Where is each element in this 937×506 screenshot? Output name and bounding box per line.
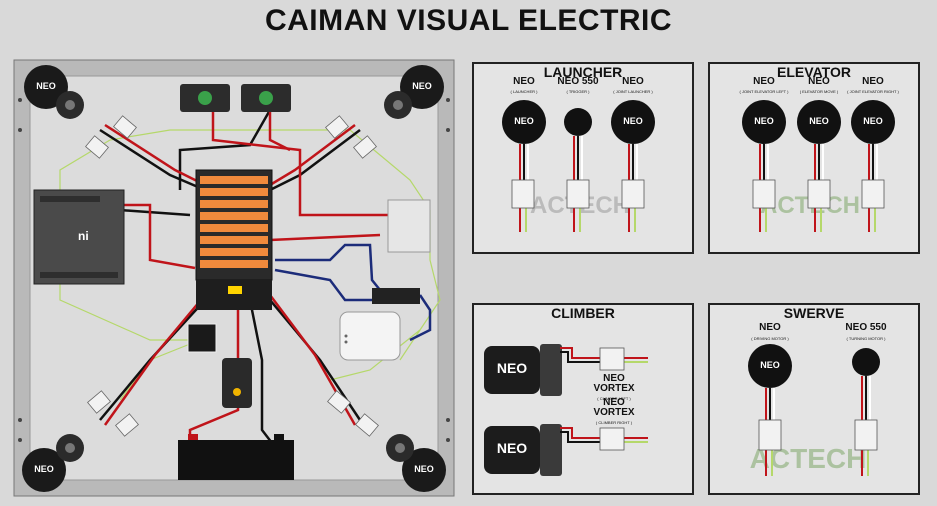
navy-wires (274, 243, 432, 342)
climber-motor-1-name: NEO VORTEX (593, 373, 635, 394)
voltage-regulator (372, 288, 420, 304)
launcher-motor-3-role: ( JOINT LAUNCHER ) (613, 89, 653, 94)
svg-text:NEO: NEO (414, 464, 434, 474)
panel-title-launcher: LAUNCHER (543, 64, 623, 80)
elevator-motor-2-role: ( ELEVATOR MOVE ) (799, 89, 839, 94)
elevator-motor-2-name: NEO (808, 76, 830, 87)
panel-swerve: SWERVE (708, 303, 920, 495)
elevator-motor-3-name: NEO (862, 76, 884, 87)
svg-text:NEO: NEO (412, 81, 432, 91)
pneumatics-hub (387, 199, 431, 253)
panel-title-elevator: ELEVATOR (777, 64, 851, 80)
elevator-motor-1-name: NEO (753, 76, 775, 87)
panel-launcher: LAUNCHER (472, 62, 694, 254)
elevator-motor-3-role: ( JOINT ELEVATOR RIGHT ) (847, 89, 899, 94)
launcher-motor-2-name: NEO 550 (557, 76, 599, 87)
climber-motor-2-role: ( CLIMBER RIGHT ) (595, 420, 633, 425)
motor-neo-top-left: NEO (24, 65, 84, 119)
climber-motor-1-role: ( CLIMBER LEFT ) (597, 396, 631, 401)
launcher-motor-2-role: ( TRIGGER ) (566, 89, 590, 94)
corner-motors: NEO NEO NEO NEO (22, 65, 446, 492)
radio (339, 311, 401, 361)
launcher-motor-1-name: NEO (513, 76, 535, 87)
swerve-motor-2-role: ( TURNING MOTOR ) (846, 336, 886, 341)
climber-motor-2-name: NEO VORTEX (593, 397, 635, 418)
frame-bolts (18, 98, 450, 442)
gyro-module (187, 323, 217, 353)
motor-neo-bottom-right: NEO (386, 434, 446, 492)
robo-rio: ni (33, 189, 125, 285)
motor-neo-top-right: NEO (384, 65, 444, 119)
motor-controllers (85, 115, 379, 437)
swerve-motor-1-name: NEO (759, 322, 781, 333)
motor-neo-bottom-left: NEO (22, 434, 84, 492)
panel-title-climber: CLIMBER (551, 305, 615, 321)
page-title: CAIMAN VISUAL ELECTRIC (264, 4, 673, 37)
encoder-boards (180, 84, 291, 112)
battery (178, 434, 294, 480)
main-breaker (222, 358, 252, 408)
launcher-motor-3-name: NEO (622, 76, 644, 87)
elevator-motor-1-role: ( JOINT ELEVATOR LEFT ) (739, 89, 789, 94)
svg-text:NEO: NEO (36, 81, 56, 91)
swerve-motor-1-role: ( DRIVING MOTOR ) (751, 336, 789, 341)
power-distribution-hub (195, 169, 273, 310)
panel-title-swerve: SWERVE (783, 305, 845, 321)
svg-text:NEO: NEO (34, 464, 54, 474)
svg-text:ni: ni (78, 229, 89, 243)
launcher-motor-1-role: ( LAUNCHER ) (510, 89, 538, 94)
swerve-motor-2-name: NEO 550 (845, 322, 887, 333)
